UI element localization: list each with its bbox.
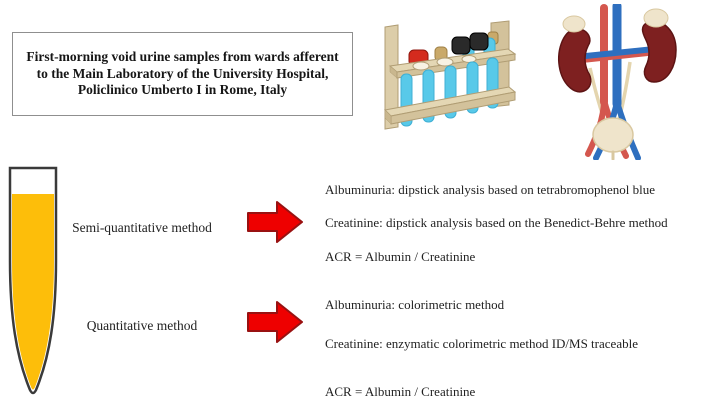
right-adrenal-gland	[643, 8, 669, 28]
title-text: First-morning void urine samples from wa…	[26, 49, 339, 98]
quant-albuminuria-line: Albuminuria: colorimetric method	[325, 297, 505, 312]
left-kidney	[558, 27, 592, 93]
semiquant-acr-line: ACR = Albumin / Creatinine	[325, 249, 476, 264]
test-tube-rack-icon	[383, 20, 517, 130]
semiquant-albuminuria-line: Albuminuria: dipstick analysis based on …	[325, 182, 655, 197]
bladder	[592, 117, 634, 160]
urine-sample-tube-icon	[8, 166, 58, 395]
left-adrenal-gland	[562, 15, 586, 33]
semi-quantitative-method-label: Semi-quantitative method	[72, 220, 212, 235]
quant-creatinine-line: Creatinine: enzymatic colorimetric metho…	[325, 336, 638, 351]
quantitative-method-label: Quantitative method	[86, 318, 198, 333]
right-kidney	[641, 20, 677, 83]
kidneys-bladder-icon	[558, 4, 677, 160]
right-block-arrow-icon	[247, 301, 303, 343]
right-block-arrow-icon	[247, 201, 303, 243]
black-cap-2	[469, 32, 489, 51]
urine-fill	[12, 194, 54, 390]
quant-acr-line: ACR = Albumin / Creatinine	[325, 384, 476, 399]
rack-base	[383, 86, 517, 125]
title-box: First-morning void urine samples from wa…	[12, 32, 353, 116]
black-cap-1	[451, 36, 471, 55]
rack-left-post	[384, 24, 399, 130]
semiquant-creatinine-line: Creatinine: dipstick analysis based on t…	[325, 215, 668, 230]
